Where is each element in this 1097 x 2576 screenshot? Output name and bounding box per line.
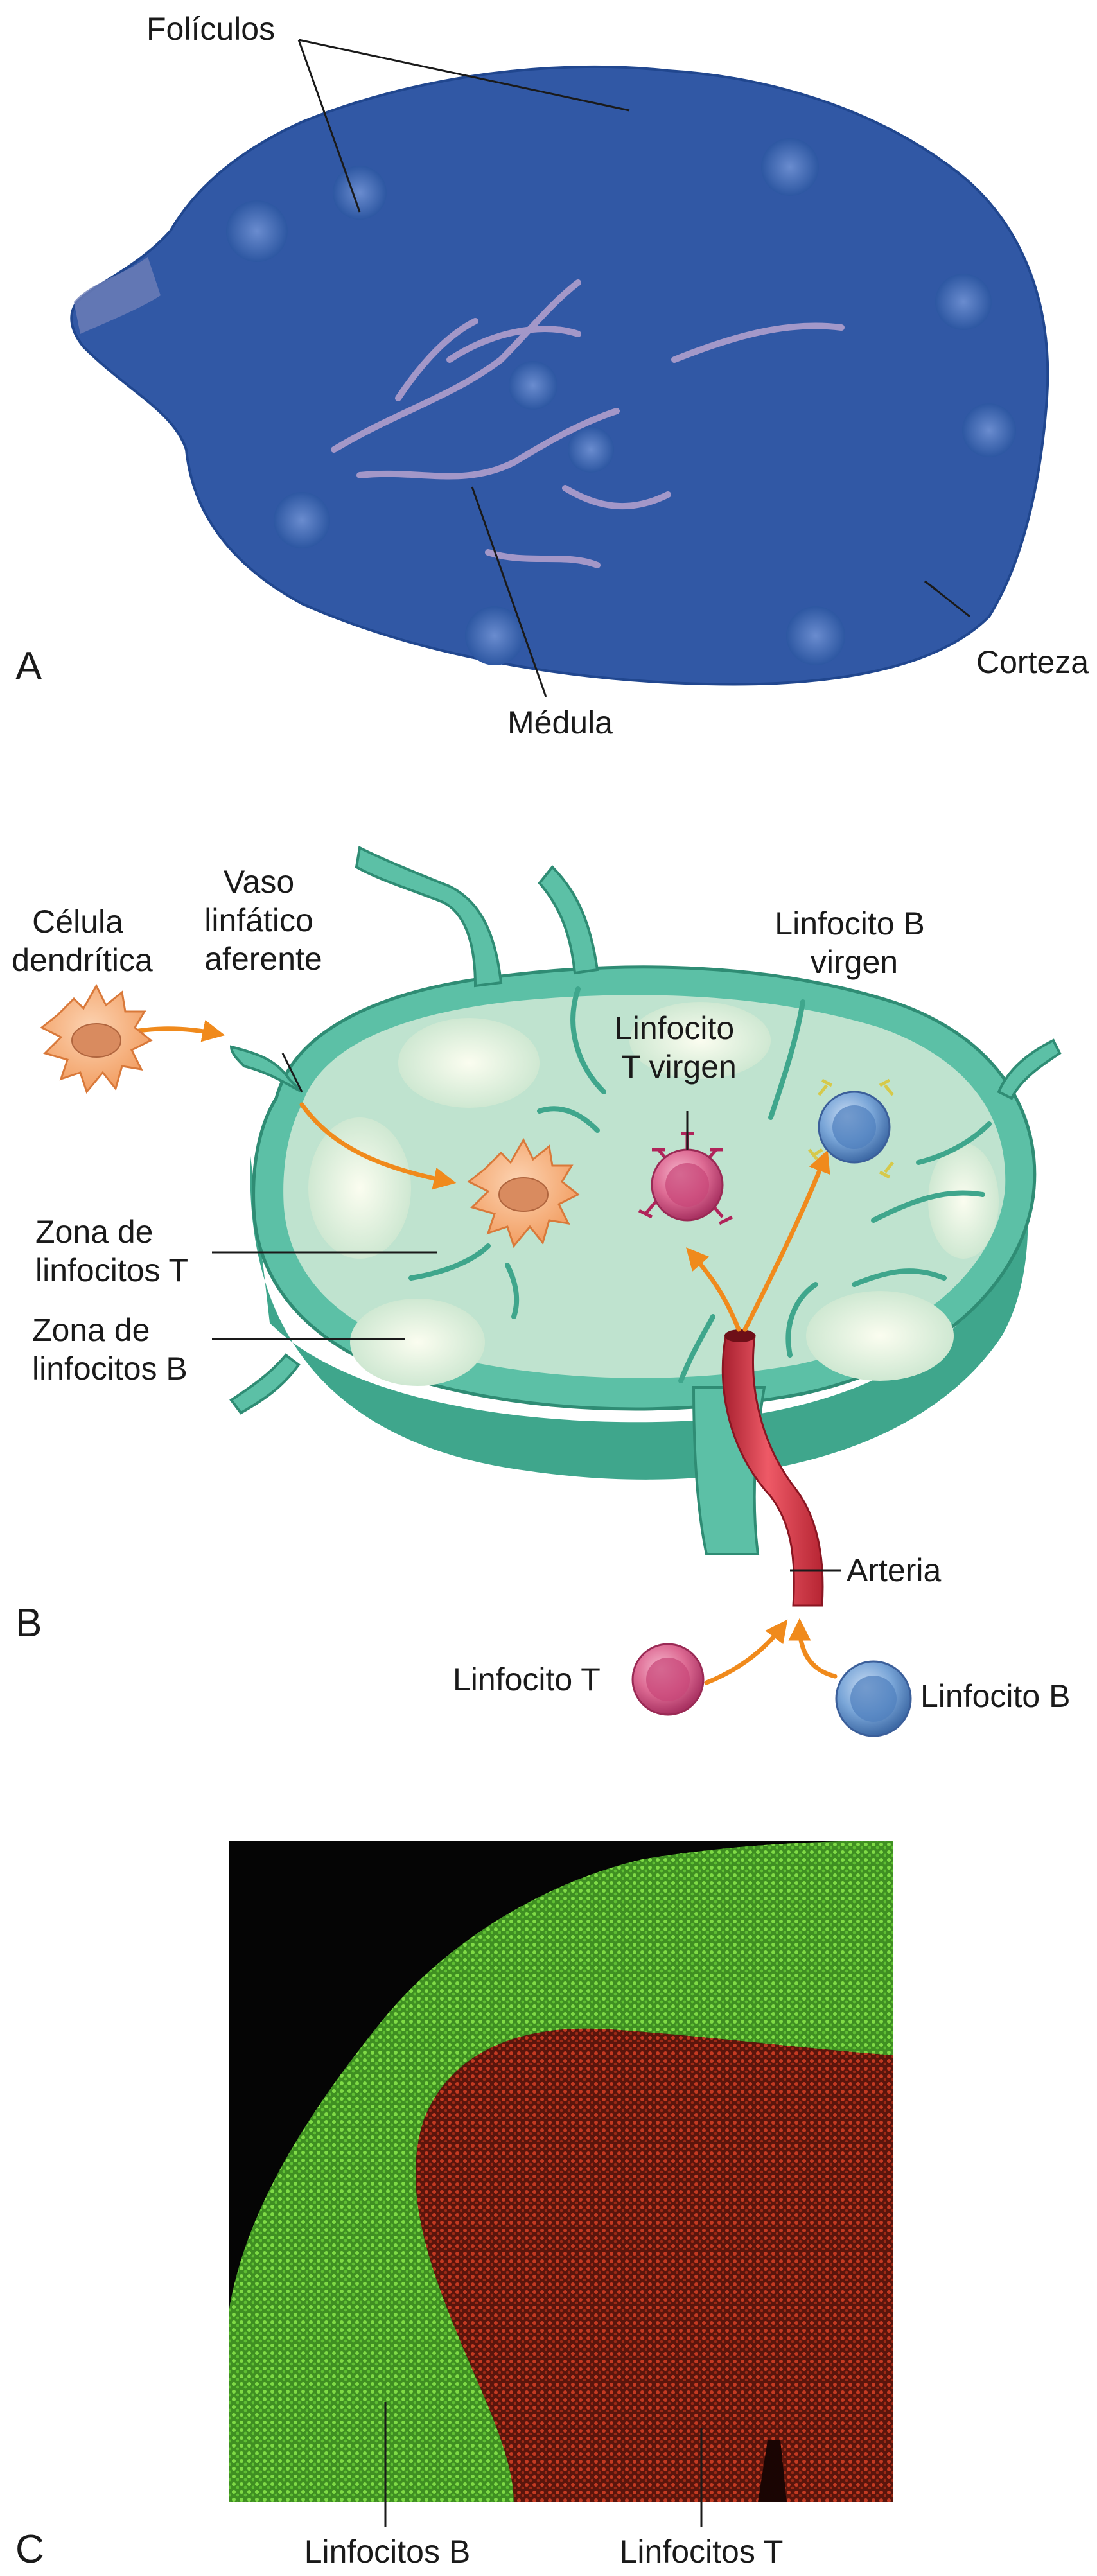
follicle	[786, 606, 845, 665]
afferent-vessels	[229, 846, 1062, 1415]
b-cells-label: Linfocitos B	[304, 2534, 470, 2570]
t-cells-label: Linfocitos T	[620, 2534, 784, 2570]
follicle	[308, 1117, 411, 1259]
arrow-tcell-to-artery	[704, 1619, 788, 1685]
follicle	[350, 1299, 485, 1386]
arrow-bcell-to-artery	[788, 1618, 838, 1679]
panel-a-leader-lines	[297, 39, 970, 697]
naive-b-cell	[808, 1078, 894, 1179]
follicle	[465, 606, 524, 665]
b-cell-nucleus	[832, 1105, 876, 1149]
panel-c-leader-lines	[384, 2402, 703, 2527]
folicles-label: Folículos	[146, 11, 275, 47]
afferent-vessel	[538, 865, 599, 975]
arrow-artery-to-bcell	[742, 1150, 830, 1332]
trabeculae	[408, 986, 992, 1383]
artery	[721, 1335, 824, 1607]
migration-arrows	[136, 1020, 838, 1685]
b-cell-zone-green	[229, 1841, 893, 2502]
node-side	[250, 1156, 1028, 1480]
lymph-node-section	[70, 65, 1049, 686]
arrow-dc-to-vessel	[136, 1020, 225, 1042]
panel-b-leader-lines	[212, 1053, 841, 1572]
medulla-label: Médula	[507, 705, 613, 740]
b-cell-label: Linfocito B	[920, 1678, 1070, 1714]
naive-b-cell-label: Linfocito B virgen	[775, 906, 933, 980]
afferent-vessel	[355, 846, 503, 988]
t-cell-label: Linfocito T	[453, 1661, 601, 1697]
arrow-artery-to-tcell	[686, 1247, 741, 1332]
circulating-t-cell	[631, 1643, 705, 1716]
dendritic-cell-outside	[40, 983, 153, 1094]
panel-a: Folículos Médula Corteza A	[15, 11, 1089, 740]
afferent-vessel-label: Vaso linfático aferente	[204, 864, 322, 977]
follicle	[398, 1018, 540, 1108]
afferent-vessel	[229, 1045, 303, 1093]
t-cell-zone-red	[416, 2028, 893, 2502]
dendritic-cell-label: Célula dendrítica	[12, 904, 153, 978]
follicle	[761, 138, 819, 196]
capsule-fringe	[74, 257, 161, 334]
follicle	[806, 1291, 954, 1381]
b-follicles	[308, 1002, 999, 1386]
dark-vessel	[758, 2440, 787, 2502]
follicle	[333, 166, 387, 220]
panel-a-letter: A	[15, 644, 42, 688]
follicle	[509, 361, 557, 410]
medullary-cords	[331, 279, 845, 568]
b-zone-label: Zona de linfocitos B	[32, 1312, 188, 1387]
cortex-label: Corteza	[976, 644, 1089, 680]
panel-b: Célula dendrítica Vaso linfático aferent…	[12, 846, 1070, 1737]
arrow-vessel-to-tzone	[299, 1102, 457, 1190]
t-cell-nucleus	[665, 1163, 709, 1207]
follicle	[274, 492, 330, 548]
naive-t-cell	[638, 1132, 733, 1225]
artery-label: Arteria	[847, 1552, 941, 1588]
dendritic-cell-inside	[467, 1137, 580, 1249]
follicle	[928, 1143, 999, 1259]
follicle	[935, 274, 992, 330]
panel-b-letter: B	[15, 1601, 42, 1645]
dendritic-cell-nucleus	[71, 1023, 121, 1058]
b-cell-nucleus	[850, 1676, 897, 1722]
circulating-b-cell	[835, 1660, 912, 1737]
afferent-vessel	[997, 1038, 1062, 1100]
follicle	[629, 1002, 771, 1079]
follicles-group	[226, 138, 1016, 665]
panel-c-letter: C	[15, 2527, 44, 2572]
artery-opening	[724, 1329, 755, 1342]
follicle	[962, 403, 1016, 457]
t-cell-nucleus	[646, 1658, 690, 1701]
panel-c: Linfocitos B Linfocitos T C	[15, 1841, 893, 2572]
afferent-vessel	[229, 1353, 301, 1415]
dendritic-cell-nucleus	[498, 1177, 548, 1212]
naive-t-cell-label: Linfocito T virgen	[615, 1010, 743, 1085]
t-zone-label: Zona de linfocitos T	[35, 1214, 188, 1288]
follicle	[568, 426, 614, 473]
follicle	[226, 200, 288, 262]
